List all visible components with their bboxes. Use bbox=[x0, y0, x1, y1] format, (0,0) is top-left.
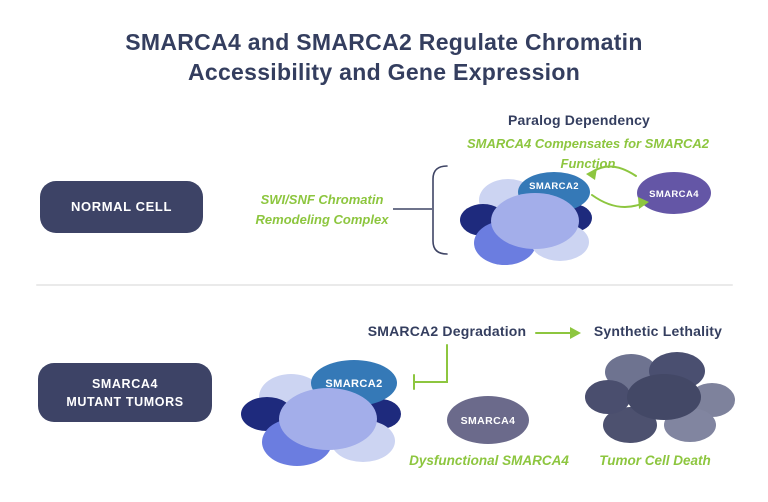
smarca2-label-top: SMARCA2 bbox=[529, 181, 579, 192]
mutant-tumors-line1: SMARCA4 bbox=[91, 376, 158, 391]
mutant-tumors-line2: MUTANT TUMORS bbox=[66, 394, 184, 409]
smarca2-degradation-heading: SMARCA2 Degradation bbox=[367, 323, 527, 339]
tumor-cell-ellipse bbox=[585, 380, 631, 414]
tumor-cell-ellipse bbox=[689, 383, 735, 417]
complex-subunit-ellipse bbox=[279, 388, 377, 450]
smarca4-label-bottom: SMARCA4 bbox=[461, 415, 516, 427]
smarca4-label-top: SMARCA4 bbox=[649, 189, 699, 200]
normal-cell-label-text: NORMAL CELL bbox=[71, 199, 172, 214]
tumor-cell-death-caption: Tumor Cell Death bbox=[599, 453, 711, 468]
degradation-to-lethality-arrow bbox=[535, 327, 581, 339]
normal-cell-label: NORMAL CELL bbox=[40, 181, 203, 233]
complex-bracket bbox=[432, 165, 448, 255]
smarca4-paralog: SMARCA4 bbox=[637, 172, 711, 214]
paralog-dependency-heading: Paralog Dependency bbox=[507, 112, 651, 128]
smarca2-label-bottom: SMARCA2 bbox=[325, 378, 382, 390]
compensation-arrowhead-right bbox=[638, 197, 649, 209]
compensation-arrows bbox=[586, 165, 649, 209]
synthetic-lethality-heading: Synthetic Lethality bbox=[593, 323, 723, 339]
swisnf-caption-line1: SWI/SNF Chromatin bbox=[260, 192, 384, 207]
section-divider bbox=[36, 284, 733, 286]
degradation-inhibition-tbar bbox=[413, 344, 448, 390]
dysfunctional-smarca4-caption: Dysfunctional SMARCA4 bbox=[409, 453, 569, 468]
normal-cell-swisnf-complex: SMARCA2 bbox=[460, 172, 592, 265]
tumor-cell-death-cluster bbox=[585, 352, 735, 443]
page-title-line2: Accessibility and Gene Expression bbox=[187, 59, 581, 85]
compensation-arrowhead-left bbox=[586, 168, 597, 180]
complex-subunit-ellipse bbox=[491, 193, 579, 249]
compensation-arrow-top bbox=[593, 165, 637, 177]
smarca4-ellipse-top bbox=[637, 172, 711, 214]
tumor-cell-ellipse bbox=[627, 374, 701, 420]
swisnf-caption-line2: Remodeling Complex bbox=[255, 212, 389, 227]
smarca4-ellipse-bottom bbox=[447, 396, 529, 444]
lethality-arrowhead bbox=[570, 327, 581, 339]
mutant-cell-swisnf-complex: SMARCA2 bbox=[241, 360, 401, 466]
dysfunctional-smarca4: SMARCA4 bbox=[447, 396, 529, 444]
compensation-arrow-bottom bbox=[591, 194, 642, 208]
page-title-line1: SMARCA4 and SMARCA2 Regulate Chromatin bbox=[125, 29, 643, 55]
